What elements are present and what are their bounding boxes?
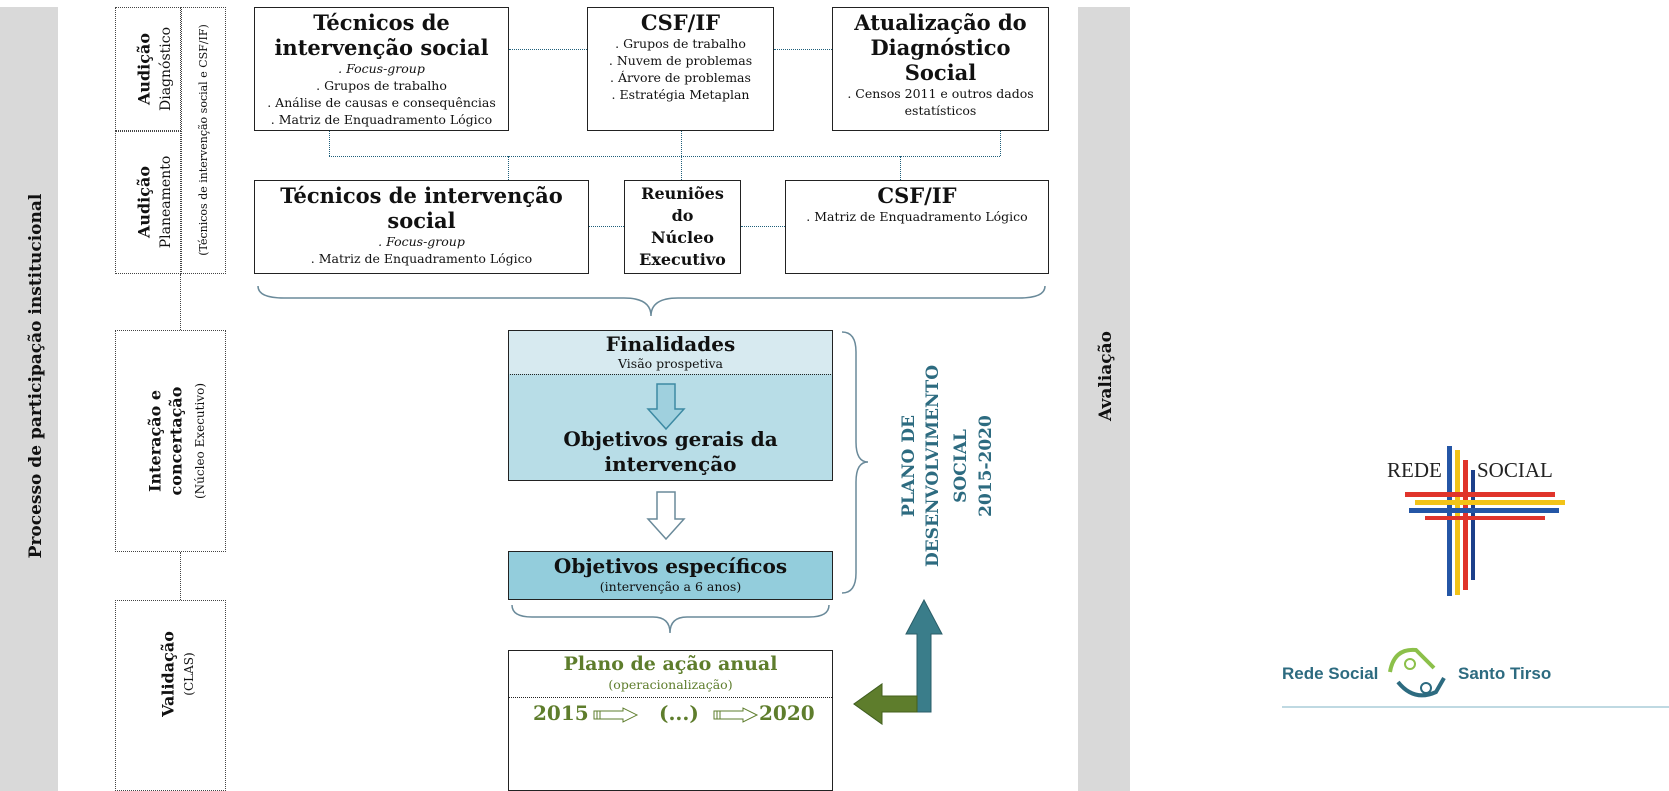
brace-plano (841, 331, 869, 594)
brace-planning (257, 285, 1046, 317)
stage-audicao-plan-sub: Planeamento (158, 155, 174, 249)
connector-up-1 (508, 156, 509, 180)
connector-row1-a (509, 49, 587, 50)
stage-interacao-title1: Interação e (145, 389, 165, 493)
santo-tirso-logo-underline (1282, 706, 1669, 708)
stage-interacao-title2: concertação (166, 386, 186, 496)
connector-horizontal (329, 156, 1000, 157)
stage-interacao-sub: (Núcleo Executivo) (193, 382, 207, 500)
stage-audicao-plan-title: Audição (134, 165, 154, 239)
stage-audicao-diag-title: Audição (134, 32, 154, 106)
plano-line-3: SOCIAL (951, 429, 971, 503)
left-bar (0, 7, 58, 791)
box-atualizacao-diagnostico: Atualização do Diagnóstico Social . Cens… (832, 7, 1049, 131)
connector-up-3 (900, 156, 901, 180)
box-tecnicos-planeamento: Técnicos de intervenção social . Focus-g… (254, 180, 589, 274)
stage-validacao-title: Validação (158, 631, 178, 717)
connector-up-2 (681, 156, 682, 180)
connector-row1-b (774, 49, 832, 50)
plano-ellipsis: (...) (659, 701, 699, 725)
stage-audicao-diagnostico (115, 7, 181, 131)
rede-social-logo-text-a: REDE (1387, 458, 1442, 482)
rede-social-cross-icon (1405, 446, 1565, 596)
stage-validacao-sub: (CLAS) (182, 652, 196, 696)
connector-row2-a (589, 226, 624, 227)
box-reunioes-nucleo: Reuniões do Núcleo Executivo (624, 180, 741, 274)
santo-tirso-logo: Rede Social Santo Tirso (1280, 640, 1669, 720)
brace-objetivos (511, 604, 830, 634)
arrow-right-icon (593, 707, 639, 723)
arrow-down-outline-icon (646, 491, 686, 541)
santo-tirso-logo-text-a: Rede Social (1282, 664, 1379, 683)
box-csf-planeamento: CSF/IF . Matriz de Enquadramento Lógico (785, 180, 1049, 274)
connector-down-1 (329, 131, 330, 156)
plano-line-1: PLANO DE (899, 415, 919, 517)
arrow-right-icon (713, 707, 759, 723)
plano-year-end: 2020 (759, 701, 815, 725)
handshake-icon (1388, 647, 1446, 698)
stage-audicao-diag-sub: Diagnóstico (158, 26, 174, 112)
box-tecnicos-diagnostico: Técnicos de intervenção social . Focus-g… (254, 7, 509, 131)
rede-social-logo-text-b: SOCIAL (1477, 458, 1553, 482)
plano-line-4: 2015-2020 (976, 415, 996, 517)
santo-tirso-logo-text-b: Santo Tirso (1458, 664, 1552, 683)
right-bar (1078, 7, 1130, 791)
connector-down-3 (1000, 131, 1001, 156)
connector-down-2 (681, 131, 682, 156)
stage-audicao-side: (Técnicos de intervenção social e CSF/IF… (197, 24, 210, 256)
stage-connector-2 (180, 552, 181, 600)
box-csf-diagnostico: CSF/IF . Grupos de trabalho . Nuvem de p… (587, 7, 774, 131)
plano-year-start: 2015 (533, 701, 589, 725)
plano-line-2: DESENVOLVIMENTO (923, 364, 943, 568)
box-plano-acao: Plano de ação anual (operacionalização) … (508, 650, 833, 791)
rede-social-logo: REDE SOCIAL (1385, 440, 1575, 600)
box-objetivos-gerais: Objetivos gerais da intervenção (508, 374, 833, 481)
stage-audicao-planeamento (115, 131, 181, 274)
stage-connector-1 (180, 274, 181, 330)
box-finalidades: Finalidades Visão prospetiva (508, 330, 833, 375)
connector-row2-b (741, 226, 785, 227)
arrow-down-filled-icon (646, 383, 686, 431)
stage-interacao (115, 330, 226, 552)
stage-audicao-side (181, 7, 226, 274)
left-bar-label: Processo de participação institucional (26, 193, 46, 559)
right-bar-label: Avaliação (1096, 330, 1116, 422)
box-objetivos-especificos: Objetivos específicos (intervenção a 6 a… (508, 551, 833, 600)
feedback-arrow-icon (853, 598, 943, 725)
